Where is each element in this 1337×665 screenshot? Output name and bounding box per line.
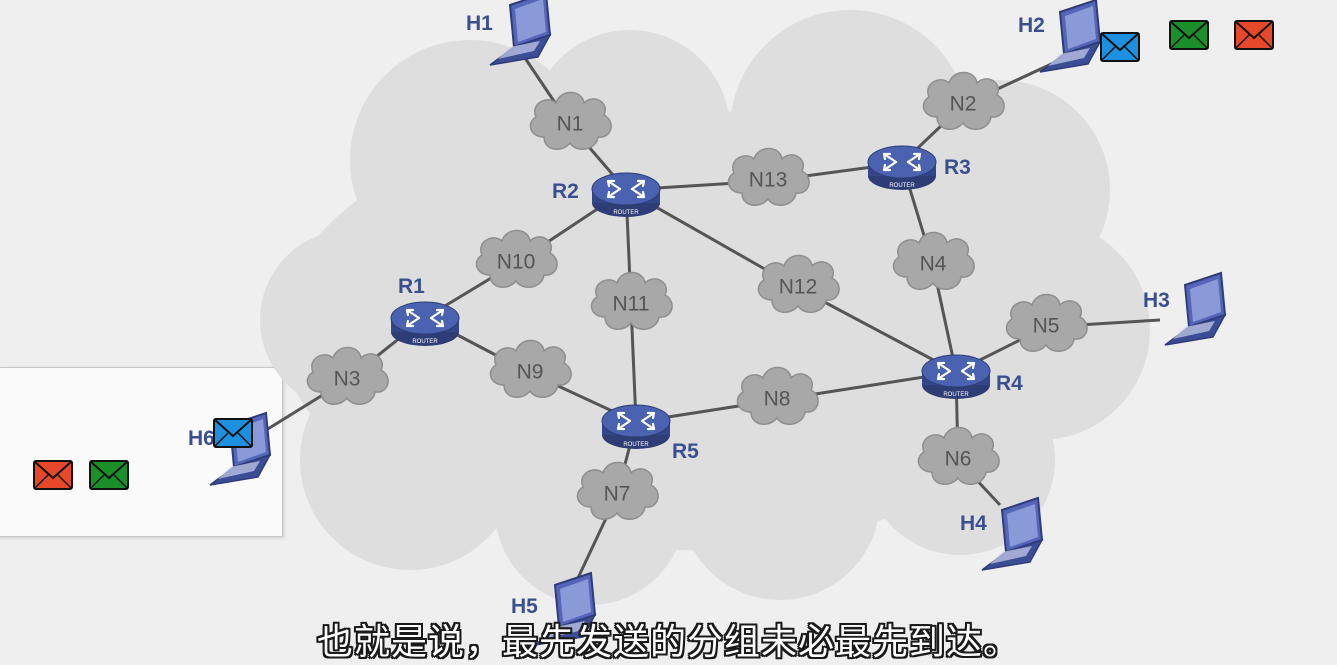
router-r3: ROUTER bbox=[866, 144, 938, 192]
packet-blue-envelope-at-h6-icon bbox=[213, 418, 253, 448]
network-n7: N7 bbox=[576, 461, 659, 520]
host-h2-label: H2 bbox=[1018, 14, 1045, 37]
svg-text:N8: N8 bbox=[764, 388, 791, 411]
router-r1-label: R1 bbox=[398, 275, 425, 298]
svg-text:N7: N7 bbox=[604, 483, 631, 506]
router-r3-label: R3 bbox=[944, 156, 971, 179]
packet-blue-envelope-icon bbox=[1100, 32, 1140, 62]
host-h1-label: H1 bbox=[466, 12, 493, 35]
host-h6-label: H6 bbox=[188, 427, 215, 450]
svg-text:N6: N6 bbox=[945, 448, 972, 471]
router-r4-label: R4 bbox=[996, 372, 1023, 395]
svg-text:N5: N5 bbox=[1033, 315, 1060, 338]
network-n12: N12 bbox=[757, 254, 840, 313]
svg-text:N12: N12 bbox=[779, 276, 818, 299]
router-r2: ROUTER bbox=[590, 171, 662, 219]
router-r2-label: R2 bbox=[552, 180, 579, 203]
svg-text:N9: N9 bbox=[517, 361, 544, 384]
svg-text:N2: N2 bbox=[950, 93, 977, 116]
router-badge: ROUTER bbox=[613, 210, 639, 216]
router-r5-label: R5 bbox=[672, 440, 699, 463]
svg-text:N1: N1 bbox=[557, 113, 584, 136]
router-badge: ROUTER bbox=[943, 392, 969, 398]
host-h3-label: H3 bbox=[1143, 289, 1170, 312]
packet-red-envelope-received-icon bbox=[33, 460, 73, 490]
router-r1: ROUTER bbox=[389, 300, 461, 348]
network-n3: N3 bbox=[306, 346, 389, 405]
packet-green-envelope-icon bbox=[1169, 20, 1209, 50]
svg-text:N11: N11 bbox=[613, 293, 650, 316]
svg-text:N10: N10 bbox=[497, 251, 536, 274]
svg-text:N3: N3 bbox=[334, 368, 361, 391]
network-n6: N6 bbox=[917, 426, 1000, 485]
svg-text:N13: N13 bbox=[749, 169, 788, 192]
router-r4: ROUTER bbox=[920, 353, 992, 401]
router-r5: ROUTER bbox=[600, 403, 672, 451]
video-subtitle: 也就是说，最先发送的分组未必最先到达。 bbox=[316, 622, 1020, 663]
packet-green-envelope-received-icon bbox=[89, 460, 129, 490]
network-n2: N2 bbox=[922, 71, 1005, 130]
host-h3-laptop bbox=[1164, 272, 1226, 346]
host-h4-label: H4 bbox=[960, 512, 987, 535]
router-badge: ROUTER bbox=[623, 442, 649, 448]
network-n9: N9 bbox=[489, 339, 572, 398]
network-n10: N10 bbox=[475, 229, 558, 288]
network-n4: N4 bbox=[892, 231, 975, 290]
host-h2-laptop bbox=[1039, 0, 1101, 73]
router-badge: ROUTER bbox=[889, 183, 915, 189]
svg-text:N4: N4 bbox=[920, 253, 947, 276]
host-h5-label: H5 bbox=[511, 595, 538, 618]
network-n11: N11 bbox=[590, 271, 673, 330]
network-n1: N1 bbox=[529, 91, 612, 150]
packet-red-envelope-icon bbox=[1234, 20, 1274, 50]
network-n5: N5 bbox=[1005, 293, 1088, 352]
network-n13: N13 bbox=[727, 147, 810, 206]
router-badge: ROUTER bbox=[412, 339, 438, 345]
network-n8: N8 bbox=[736, 366, 819, 425]
